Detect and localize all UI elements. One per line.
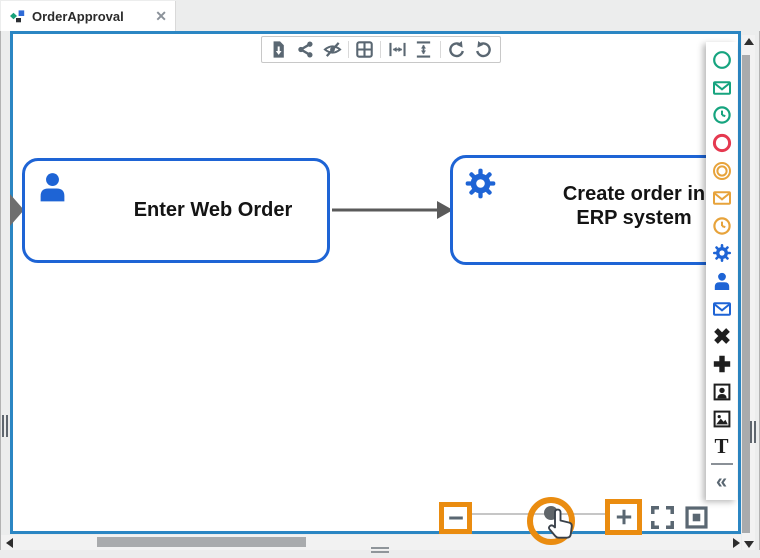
palette-item-timer-intermediate-event[interactable] (711, 215, 733, 237)
zoom-out-button[interactable] (446, 508, 466, 528)
toolbar-separator (347, 41, 349, 58)
slider-handle-highlight-ring (527, 497, 575, 545)
text-annotation-icon: T (714, 434, 729, 459)
horizontal-scrollbar-thumb[interactable] (97, 537, 306, 547)
intermediate-event-icon (712, 161, 732, 181)
image-icon (712, 409, 732, 429)
fit-width-icon (388, 40, 407, 59)
palette-item-start-event[interactable] (711, 49, 733, 71)
palette-item-participant[interactable] (711, 381, 733, 403)
palette-item-intermediate-event[interactable] (711, 160, 733, 182)
task-label: Enter Web Order (133, 198, 293, 221)
exclusive-gateway-x-icon (712, 326, 732, 346)
hide-decorations-button[interactable] (319, 38, 345, 61)
palette-item-message-intermediate-event[interactable] (711, 187, 733, 209)
scroll-up-arrow[interactable] (744, 38, 754, 45)
fullscreen-icon (649, 504, 676, 531)
right-splitter-handle[interactable] (750, 421, 756, 443)
diagram-canvas[interactable] (10, 31, 741, 534)
timer-intermediate-event-icon (712, 216, 732, 236)
collapse-chevrons-icon: « (715, 471, 728, 493)
vertical-scrollbar-thumb[interactable] (742, 55, 750, 533)
bottom-strip (0, 550, 760, 558)
user-icon (36, 170, 69, 203)
fit-width-button[interactable] (384, 38, 410, 61)
message-task-envelope-icon (712, 299, 732, 319)
fit-height-button[interactable] (411, 38, 437, 61)
palette-item-image-annotation[interactable] (711, 408, 733, 430)
share-button[interactable] (293, 38, 319, 61)
fit-height-icon (414, 40, 433, 59)
palette-item-message-task[interactable] (711, 298, 733, 320)
fit-to-screen-button[interactable] (683, 504, 710, 531)
zoom-in-highlight (605, 499, 642, 535)
redo-button[interactable] (470, 38, 496, 61)
bpmn-diagram-icon (10, 10, 25, 23)
redo-icon (474, 40, 493, 59)
service-task-gear-icon (712, 243, 732, 263)
user-task-person-icon (712, 271, 732, 291)
palette-item-end-event[interactable] (711, 132, 733, 154)
palette-item-service-task[interactable] (711, 242, 733, 264)
tab-bar: OrderApproval ✕ (0, 0, 760, 31)
export-document-icon (269, 40, 288, 59)
scroll-right-arrow[interactable] (733, 538, 740, 548)
toolbar-separator (439, 41, 441, 58)
fit-to-screen-icon (683, 504, 710, 531)
palette-item-parallel-gateway[interactable] (711, 353, 733, 375)
participant-portrait-icon (712, 382, 732, 402)
palette-item-message-start-event[interactable] (711, 77, 733, 99)
export-document-button[interactable] (266, 38, 292, 61)
zoom-out-highlight (439, 502, 472, 534)
grid-button[interactable] (352, 38, 378, 61)
palette-item-timer-start-event[interactable] (711, 104, 733, 126)
scroll-left-arrow[interactable] (6, 538, 13, 548)
timer-start-event-icon (712, 105, 732, 125)
message-start-event-icon (712, 78, 732, 98)
undo-icon (447, 40, 466, 59)
gear-icon (464, 167, 497, 200)
hand-pointer-cursor-icon (547, 508, 573, 539)
left-splitter-handle[interactable] (2, 415, 8, 437)
grid-icon (355, 40, 374, 59)
tab-title: OrderApproval (32, 8, 124, 24)
canvas-toolbar (261, 36, 501, 63)
share-icon (296, 40, 315, 59)
parallel-gateway-plus-icon (712, 354, 732, 374)
palette-item-exclusive-gateway[interactable] (711, 325, 733, 347)
eye-off-icon (323, 40, 342, 59)
task-enter-web-order[interactable]: Enter Web Order (22, 158, 330, 263)
task-label: Create order in ERP system (562, 183, 706, 229)
start-event-icon (712, 50, 732, 70)
element-palette: T « (706, 42, 737, 500)
toolbar-separator (380, 41, 382, 58)
undo-button[interactable] (444, 38, 470, 61)
fullscreen-button[interactable] (649, 504, 676, 531)
palette-separator (710, 463, 733, 466)
end-event-icon (712, 133, 732, 153)
palette-item-user-task[interactable] (711, 270, 733, 292)
message-intermediate-event-icon (712, 188, 732, 208)
task-create-order-erp[interactable]: Create order in ERP system (450, 155, 722, 265)
resize-grip[interactable] (371, 547, 389, 553)
palette-collapse-button[interactable]: « (711, 471, 733, 493)
tab-orderapproval[interactable]: OrderApproval ✕ (1, 1, 176, 31)
palette-item-text-annotation[interactable]: T (711, 436, 733, 458)
scroll-down-arrow[interactable] (744, 541, 754, 548)
zoom-in-button[interactable] (614, 507, 634, 527)
close-icon[interactable]: ✕ (155, 7, 167, 24)
